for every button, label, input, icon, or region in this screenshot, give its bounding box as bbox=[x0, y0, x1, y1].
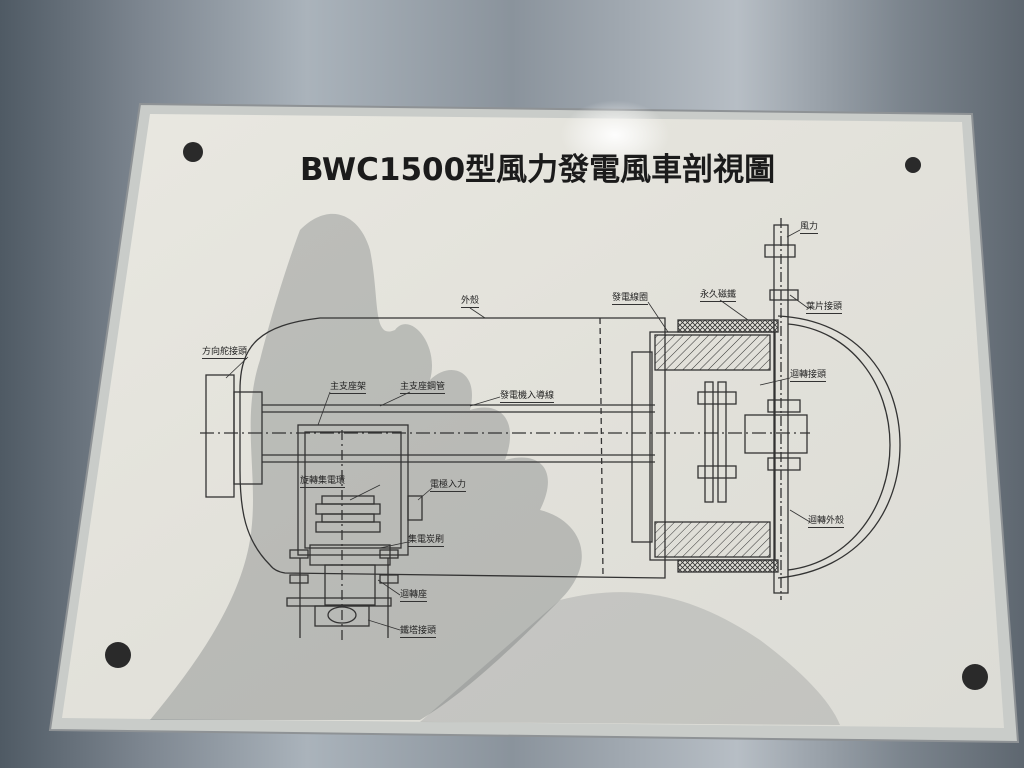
label-tower-joint: 鐵塔接頭 bbox=[400, 626, 437, 638]
screw-bottom-left bbox=[105, 642, 131, 668]
label-gen-coil: 發電線圈 bbox=[612, 293, 649, 305]
hand-shadow bbox=[150, 213, 582, 720]
screw-bottom-right bbox=[962, 664, 988, 690]
label-power-input: 電極入力 bbox=[430, 480, 467, 492]
screw-top-right bbox=[905, 157, 921, 173]
screw-top-left bbox=[183, 142, 203, 162]
label-rotary-joint: 迴轉接頭 bbox=[790, 370, 827, 382]
shadow-right bbox=[420, 592, 840, 725]
sign-title: BWC1500型風力發電風車剖視圖 bbox=[300, 152, 776, 188]
label-perm-magnet: 永久磁鐵 bbox=[700, 290, 737, 302]
label-outer-shell: 外殼 bbox=[461, 296, 480, 308]
label-slip-ring: 旋轉集電環 bbox=[300, 476, 346, 488]
leader-lines bbox=[225, 229, 811, 631]
diagram-drawing bbox=[200, 218, 901, 640]
label-main-frame: 主支座架 bbox=[330, 382, 367, 394]
label-blade-joint: 葉片接頭 bbox=[806, 302, 843, 314]
label-power-input-lead: 發電機入導線 bbox=[500, 391, 555, 403]
label-rotary-shell: 迴轉外殼 bbox=[808, 516, 845, 528]
label-rudder-joint: 方向舵接頭 bbox=[202, 347, 248, 359]
label-wind: 風力 bbox=[800, 222, 819, 234]
label-rotary-base: 迴轉座 bbox=[400, 590, 428, 602]
light-glare bbox=[560, 100, 670, 170]
label-brush: 集電炭刷 bbox=[408, 535, 445, 547]
label-main-tube: 主支座鋼管 bbox=[400, 382, 446, 394]
